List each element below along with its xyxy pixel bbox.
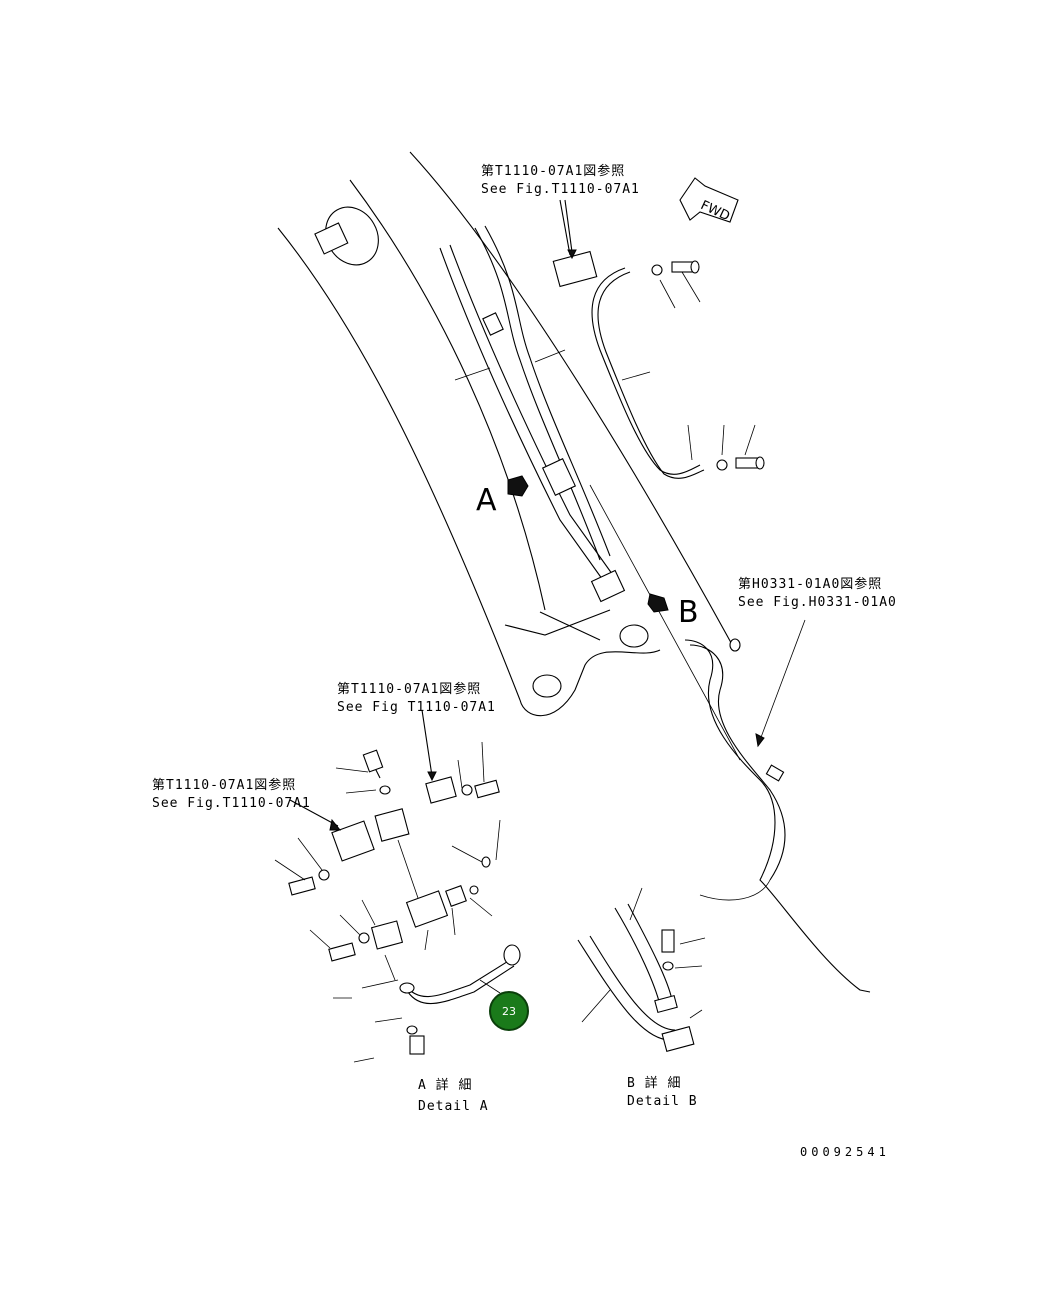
- detail-b-jp: B 詳 細: [627, 1075, 681, 1091]
- detail-b-en: Detail B: [627, 1094, 698, 1109]
- detail-b-parts: [577, 887, 706, 1052]
- ref-detail-left-jp: 第T1110-07A1図参照: [152, 777, 296, 793]
- fwd-arrow-icon: FWD: [679, 177, 739, 224]
- boom-outline: [277, 151, 736, 717]
- ref-right-en: See Fig.H0331-01A0: [738, 595, 897, 610]
- ref-right-jp: 第H0331-01A0図参照: [738, 576, 882, 592]
- ref-detail-top-en: See Fig T1110-07A1: [337, 700, 496, 715]
- detail-a-jp: A 詳 細: [418, 1077, 472, 1093]
- detail-a-en: Detail A: [418, 1099, 489, 1114]
- callout-number: 23: [502, 1005, 516, 1018]
- boom-pipes: [439, 225, 741, 761]
- drawing-number: 00092541: [800, 1145, 890, 1159]
- view-marker-a: A: [476, 483, 497, 518]
- ref-detail-left-en: See Fig.T1110-07A1: [152, 796, 311, 811]
- ref-top-en: See Fig.T1110-07A1: [481, 182, 640, 197]
- ref-top-jp: 第T1110-07A1図参照: [481, 163, 625, 179]
- view-marker-b: B: [678, 595, 699, 630]
- view-a-arrow-icon: [507, 475, 529, 497]
- upper-hose-assembly: [552, 199, 765, 479]
- detail-a-parts: [274, 709, 521, 1063]
- wiring-harness: [684, 619, 871, 993]
- callout-23[interactable]: 23: [489, 991, 529, 1031]
- view-b-arrow-icon: [647, 593, 669, 613]
- ref-detail-top-jp: 第T1110-07A1図参照: [337, 681, 481, 697]
